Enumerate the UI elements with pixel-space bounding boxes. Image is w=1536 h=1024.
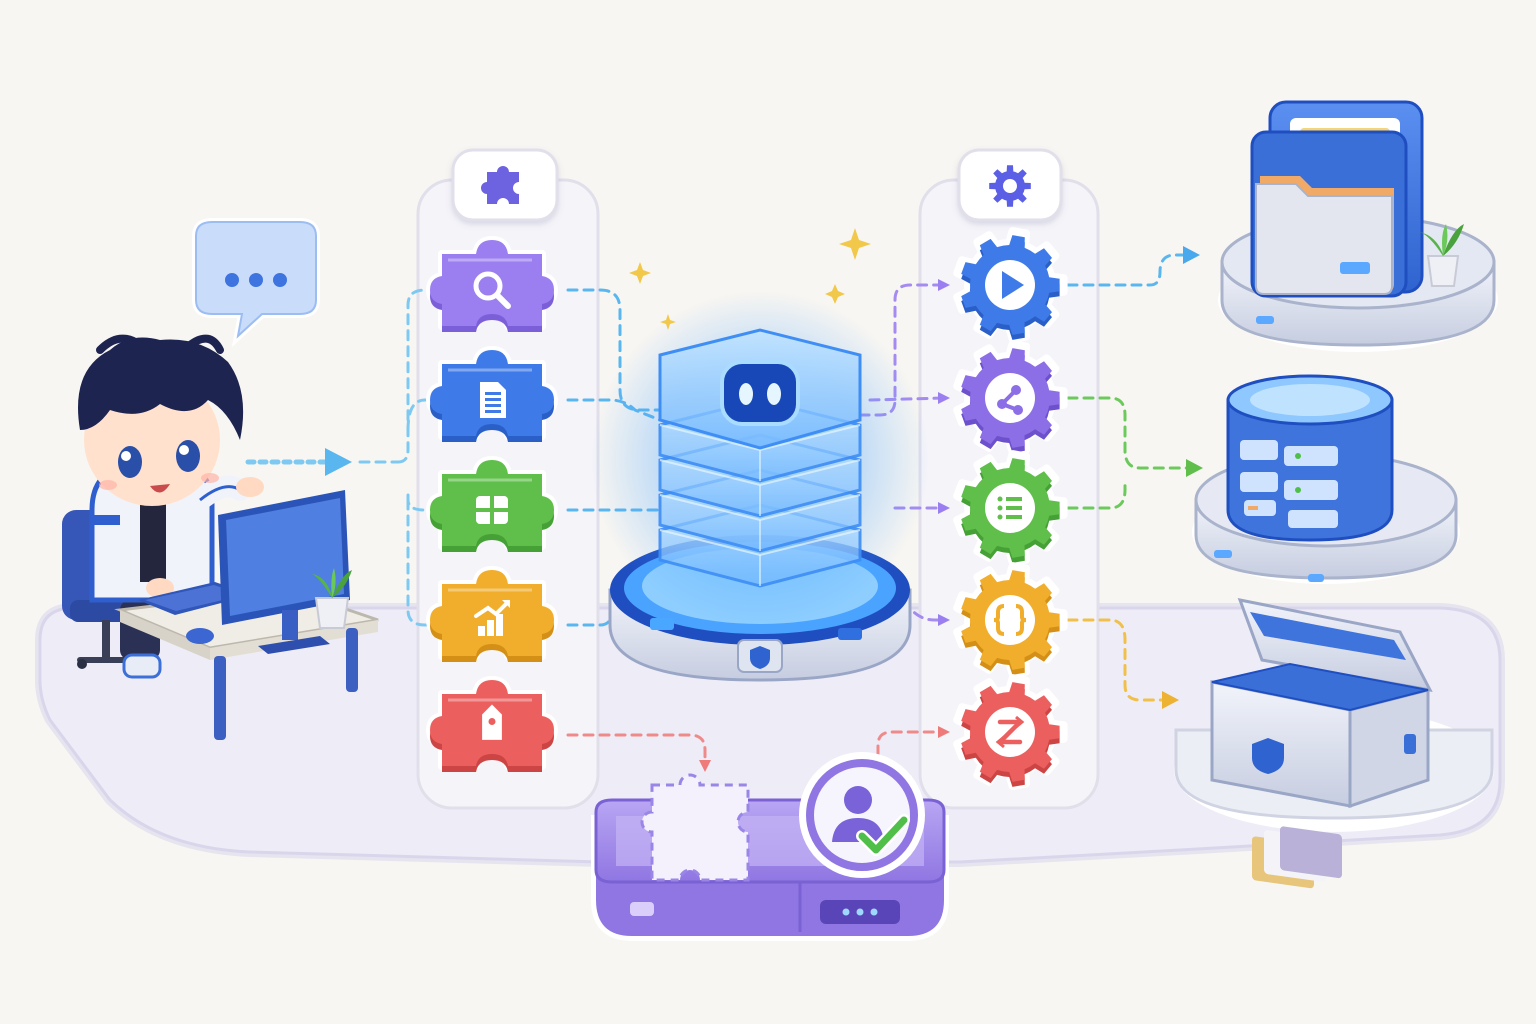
bar-chart-growth-icon xyxy=(474,600,510,636)
approval-tray xyxy=(591,752,949,941)
action-code[interactable] xyxy=(953,562,1068,678)
table-grid-icon xyxy=(476,496,508,524)
shield-chest-icon[interactable] xyxy=(1174,598,1494,889)
user-check-icon[interactable] xyxy=(799,752,925,878)
database-server-icon[interactable] xyxy=(1192,374,1460,584)
gear-icon xyxy=(989,165,1031,207)
action-run[interactable] xyxy=(953,227,1068,343)
plant-icon xyxy=(1420,224,1464,287)
robot-face-icon xyxy=(658,328,862,450)
tag-icon xyxy=(482,704,502,740)
document-icon xyxy=(480,382,506,418)
magnifier-icon xyxy=(473,271,511,309)
puzzle-piece-icon xyxy=(481,166,519,204)
share-nodes-icon xyxy=(997,385,1023,415)
list-icon xyxy=(997,496,1022,520)
play-icon xyxy=(1002,271,1024,299)
monitor-icon xyxy=(218,490,350,654)
plugins-column xyxy=(426,236,558,772)
action-list[interactable] xyxy=(953,450,1068,566)
action-transform[interactable] xyxy=(953,674,1068,790)
plugin-tag[interactable] xyxy=(426,676,558,772)
plugin-search[interactable] xyxy=(426,236,558,332)
plant-icon xyxy=(312,568,352,629)
empty-puzzle-slot-icon[interactable] xyxy=(640,773,750,882)
user-workstation xyxy=(62,218,379,740)
plugin-table[interactable] xyxy=(426,456,558,552)
curly-braces-icon xyxy=(993,604,1027,636)
action-share[interactable] xyxy=(953,340,1068,456)
shield-icon xyxy=(737,639,783,673)
chat-bubble-ellipsis-icon[interactable] xyxy=(192,218,320,347)
folder-icon[interactable] xyxy=(1218,100,1498,352)
desk xyxy=(114,490,379,740)
sparkle-icon xyxy=(629,228,871,330)
ai-core xyxy=(590,228,930,682)
actions-column xyxy=(953,227,1068,790)
plugin-document[interactable] xyxy=(426,346,558,442)
platform xyxy=(35,603,1505,867)
core-layers xyxy=(658,398,862,588)
swap-z-icon xyxy=(995,715,1025,749)
plugin-analytics[interactable] xyxy=(426,566,558,662)
